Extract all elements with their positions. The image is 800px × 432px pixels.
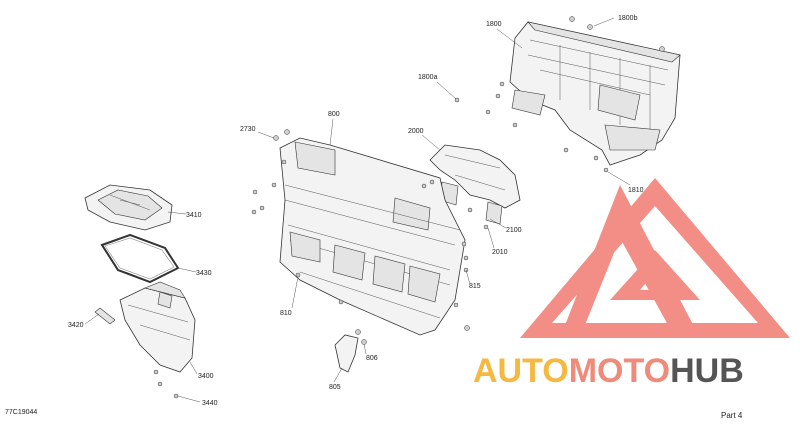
rear-panel-1800 (509, 21, 681, 166)
main-panel-800 (279, 137, 466, 336)
fastener-hardware (153, 16, 665, 399)
watermark-logo-mark (520, 178, 790, 338)
bracket-805 (334, 334, 359, 373)
callout-3400: 3400 (198, 373, 214, 380)
callout-2730: 2730 (240, 126, 256, 133)
callout-leader-lines (84, 17, 631, 403)
callout-1800: 1800 (486, 21, 502, 28)
callout-2000: 2000 (408, 128, 424, 135)
callout-3420: 3420 (68, 322, 84, 329)
watermark-moto: MOTO (569, 352, 670, 390)
gasket-3430 (100, 233, 180, 284)
callout-800: 800 (328, 111, 340, 118)
callout-3440: 3440 (202, 400, 218, 407)
strap-3420 (94, 307, 116, 325)
callout-1800b: 1800b (618, 15, 638, 22)
watermark-hub: HUB (670, 352, 744, 390)
callout-805: 805 (329, 384, 341, 391)
callout-labels: 1800 1800b 1800a 1810 800 2730 2000 2100… (68, 15, 644, 407)
callout-806: 806 (366, 355, 378, 362)
callout-810: 810 (280, 310, 292, 317)
callout-1810: 1810 (628, 187, 644, 194)
watermark-wordmark: AUTOMOTOHUB (473, 352, 744, 390)
storage-bin-3400 (119, 281, 196, 373)
watermark-auto: AUTO (473, 352, 569, 390)
callout-3410: 3410 (186, 212, 202, 219)
tray-lid-3410 (84, 184, 173, 231)
callout-2010: 2010 (492, 249, 508, 256)
callout-1800a: 1800a (418, 74, 438, 81)
callout-815: 815 (469, 283, 481, 290)
page-label: Part 4 (721, 411, 743, 420)
callout-2100: 2100 (506, 227, 522, 234)
callout-3430: 3430 (196, 270, 212, 277)
drawing-code: 77C19044 (5, 409, 37, 416)
